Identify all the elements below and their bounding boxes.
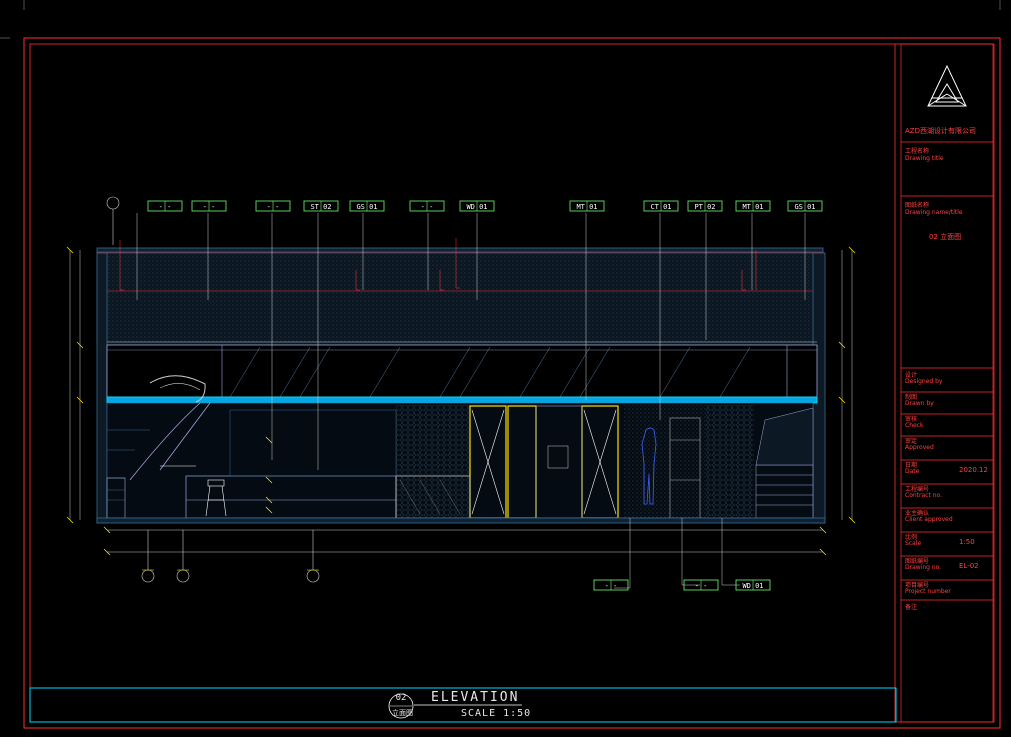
material-tag: GS 01 bbox=[787, 200, 823, 212]
material-tag-code: - - bbox=[695, 582, 708, 590]
title-row-label: 日期 bbox=[905, 462, 918, 469]
material-tag: - - bbox=[255, 200, 291, 212]
material-tag-code: GS 01 bbox=[356, 203, 377, 211]
elevation-number-circle bbox=[388, 693, 414, 719]
drawing-name-en: Drawing name/title bbox=[905, 209, 963, 216]
title-row-value: 2020.12 bbox=[959, 466, 988, 474]
drawing-title-en: Drawing title bbox=[905, 155, 944, 162]
title-row-label: 备注 bbox=[905, 604, 918, 611]
title-row-label: 工程编号 bbox=[905, 486, 930, 493]
material-tag-code: - - bbox=[605, 582, 618, 590]
material-tag-code: ST 02 bbox=[310, 203, 331, 211]
material-tag: ST 02 bbox=[303, 200, 339, 212]
drawing-name-value: 02 立面图 bbox=[929, 233, 962, 241]
dimension-lines bbox=[69, 250, 853, 553]
sheet-outer-border bbox=[23, 37, 1001, 729]
glass-band bbox=[106, 344, 818, 398]
material-tag: - - bbox=[683, 579, 719, 591]
material-tag-code: WD 01 bbox=[742, 582, 763, 590]
material-tag: PT 02 bbox=[687, 200, 723, 212]
title-row-label: 审定 bbox=[905, 438, 918, 445]
title-row-label: 审核 bbox=[905, 416, 918, 423]
title-row-label: 图纸编号 bbox=[905, 558, 930, 565]
material-tag: - - bbox=[147, 200, 183, 212]
material-tag-code: - - bbox=[421, 203, 434, 211]
material-tag: CT 01 bbox=[643, 200, 679, 212]
material-tag: WD 01 bbox=[735, 579, 771, 591]
material-tags-bottom: - - - - WD 01 bbox=[593, 579, 771, 591]
material-tag-code: - - bbox=[267, 203, 280, 211]
material-tag: - - bbox=[191, 200, 227, 212]
drawing-name-label: 图纸名称 bbox=[905, 202, 930, 209]
company-name: AZD西湖设计有限公司 bbox=[905, 127, 976, 135]
material-tag-code: CT 01 bbox=[650, 203, 671, 211]
bar-stool bbox=[205, 479, 227, 517]
title-row-value: EL-02 bbox=[959, 562, 979, 570]
material-tag-code: MT 01 bbox=[742, 203, 763, 211]
material-tag-code: PT 02 bbox=[694, 203, 715, 211]
title-row-value: 1:50 bbox=[959, 538, 975, 546]
title-row-label-en: Client approved bbox=[905, 516, 953, 523]
elevation-number: 02 bbox=[395, 693, 407, 703]
material-tags-top: - - - - - - ST 02 GS 01 - - WD 01 MT 01 CT 01 PT … bbox=[147, 200, 823, 212]
title-frame bbox=[29, 687, 897, 723]
material-tag-code: GS 01 bbox=[794, 203, 815, 211]
title-row-label: 业主确认 bbox=[905, 510, 930, 517]
elevation-subtitle: 立面图 bbox=[392, 709, 413, 717]
title-row-label-en: Drawing no. bbox=[905, 564, 942, 571]
title-row-label-en: Check bbox=[905, 422, 924, 429]
title-row-label-en: Project number bbox=[905, 588, 951, 595]
title-row-label-en: Contract no. bbox=[905, 492, 942, 499]
material-tag: - - bbox=[409, 200, 445, 212]
horizontal-beam bbox=[106, 396, 818, 404]
material-tag: MT 01 bbox=[735, 200, 771, 212]
title-row-label: 设计 bbox=[905, 372, 918, 379]
drawing-title-label: 工程名称 bbox=[905, 148, 930, 155]
elevation-title: ELEVATION bbox=[431, 690, 520, 705]
material-tag: GS 01 bbox=[349, 200, 385, 212]
title-row-label: 项目编号 bbox=[905, 582, 930, 589]
human-figure-icon bbox=[641, 427, 657, 505]
material-tag: WD 01 bbox=[459, 200, 495, 212]
title-row-label-en: Approved bbox=[905, 444, 934, 451]
material-tag-code: MT 01 bbox=[576, 203, 597, 211]
elevation-scale: SCALE 1:50 bbox=[461, 708, 532, 719]
material-tag-code: - - bbox=[203, 203, 216, 211]
material-tag-code: - - bbox=[159, 203, 172, 211]
company-logo-icon bbox=[927, 64, 967, 107]
title-block-text: AZD西湖设计有限公司 工程名称 Drawing title 图纸名称 Draw… bbox=[901, 44, 993, 722]
title-row-label-en: Drawn by bbox=[905, 400, 934, 407]
elevation-drawing bbox=[66, 196, 856, 589]
material-tag-code: WD 01 bbox=[466, 203, 487, 211]
corner-marks bbox=[0, 0, 1001, 39]
title-row-label-en: Scale bbox=[905, 540, 922, 547]
title-row-label-en: Designed by bbox=[905, 378, 943, 385]
title-row-label: 比例 bbox=[905, 534, 918, 541]
material-tag: - - bbox=[593, 579, 629, 591]
title-block bbox=[900, 43, 994, 723]
title-row-label: 制图 bbox=[905, 394, 918, 401]
title-row-label-en: Date bbox=[905, 468, 920, 475]
material-tag: MT 01 bbox=[569, 200, 605, 212]
